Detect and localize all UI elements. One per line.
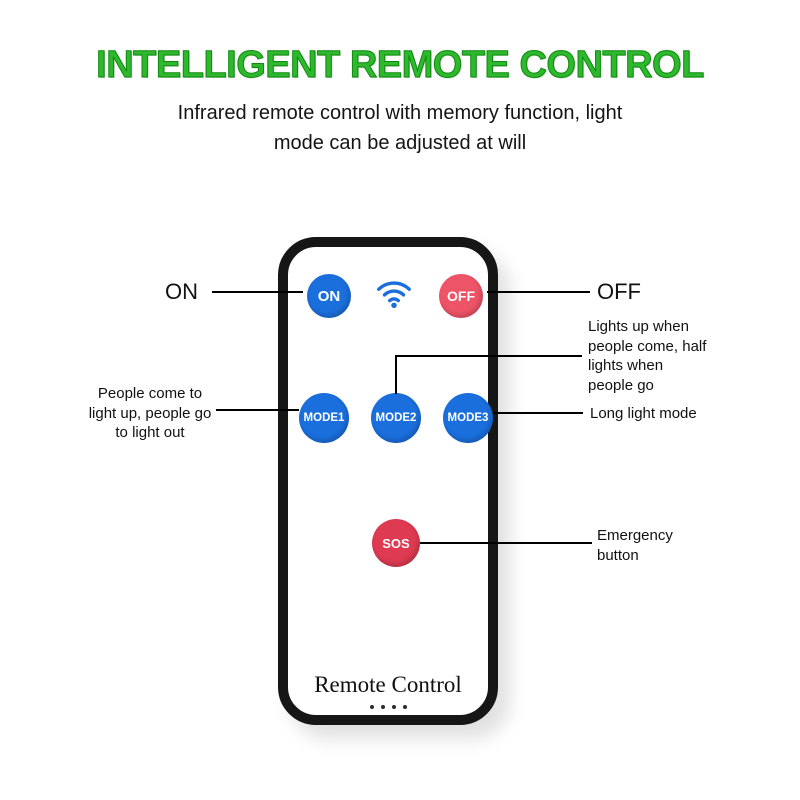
on-button: ON <box>307 274 351 318</box>
sos-callout-note: Emergency button <box>597 527 673 564</box>
mode2-leader-line-vertical <box>395 356 397 394</box>
page-subtitle: Infrared remote control with memory func… <box>177 102 623 154</box>
speaker-dot <box>380 705 385 709</box>
speaker-dot <box>369 705 374 709</box>
wifi-icon <box>375 276 413 310</box>
on-leader-line <box>212 291 303 293</box>
speaker-dot <box>391 705 396 709</box>
mode3-callout-note: Long light mode <box>590 405 697 422</box>
off-leader-line <box>487 291 590 293</box>
mode2-button: MODE2 <box>371 393 421 443</box>
mode2-leader-line-horizontal <box>395 355 582 357</box>
off-callout-label: OFF <box>597 279 641 304</box>
sos-button: SOS <box>372 519 420 567</box>
mode3-button: MODE3 <box>443 393 493 443</box>
on-callout-label: ON <box>165 279 198 304</box>
mode1-leader-line <box>216 409 299 411</box>
speaker-dots <box>288 705 488 709</box>
mode1-button: MODE1 <box>299 393 349 443</box>
off-button: OFF <box>439 274 483 318</box>
sos-leader-line <box>420 542 592 544</box>
mode1-callout-note: People come to light up, people go to li… <box>88 385 212 441</box>
mode3-leader-line <box>493 412 583 414</box>
remote-control-body: ON OFF MODE1 MODE2 MODE3 SOS Remote Cont… <box>278 237 498 725</box>
mode2-callout-note: Lights up when people come, half lights … <box>588 318 707 394</box>
speaker-dot <box>402 705 407 709</box>
remote-brand-text: Remote Control <box>314 672 462 697</box>
page-title: INTELLIGENT REMOTE CONTROL <box>96 44 705 87</box>
